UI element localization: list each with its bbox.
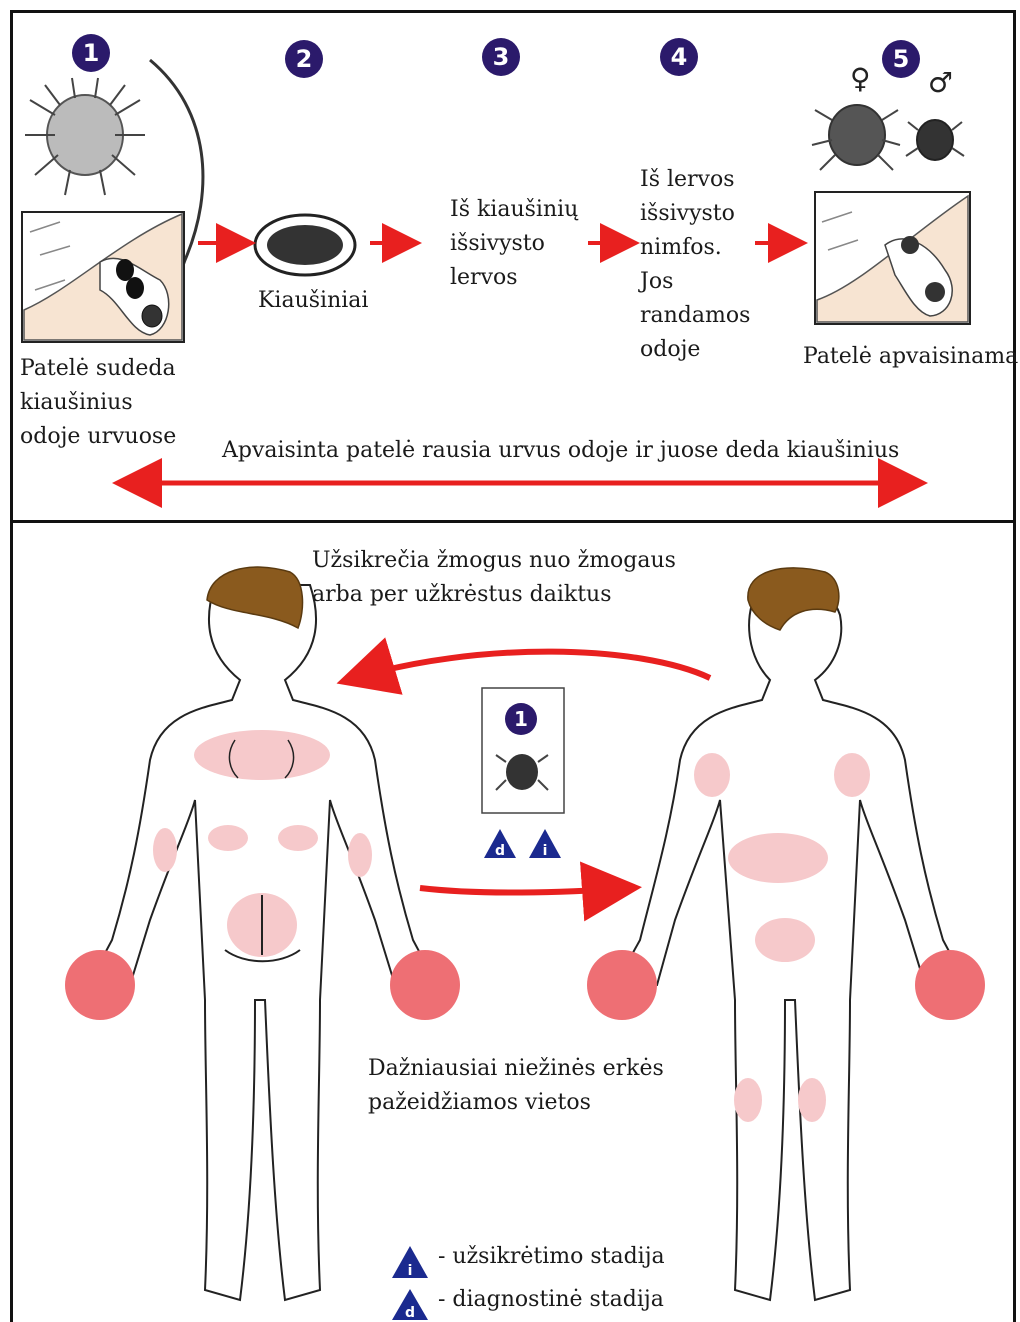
female-mite-small-icon	[812, 105, 900, 170]
marker-d-letter: d	[495, 843, 505, 859]
female-mite-icon	[25, 78, 145, 195]
egg-icon	[255, 215, 355, 275]
step-3-badge: 3	[482, 38, 520, 76]
affected-areas-caption: Dažniausiai niežinės erkės pažeidžiamos …	[368, 1052, 668, 1120]
male-mite-icon	[906, 120, 964, 160]
burrow-caption: Apvaisinta patelė rausia urvus odoje ir …	[222, 434, 899, 468]
step-1-label: Patelė sudeda kiaušinius odoje urvuose	[20, 352, 200, 454]
legend-diagnostic-text: - diagnostinė stadija	[438, 1283, 664, 1317]
step-1-badge: 1	[72, 34, 110, 72]
male-symbol: ♂	[928, 66, 953, 99]
center-card-badge: 1	[505, 703, 537, 735]
transmission-caption: Užsikrečia žmogus nuo žmogaus arba per u…	[312, 544, 732, 612]
human-figure-front	[587, 568, 985, 1300]
transmission-arrow-right	[420, 888, 630, 893]
skin-burrow-box-5	[815, 192, 970, 324]
step-4-label: Iš lervos išsivysto nimfos. Jos randamos…	[640, 163, 752, 367]
step-2-label: Kiaušiniai	[258, 284, 368, 318]
female-symbol: ♀	[850, 62, 871, 95]
step-3-label: Iš kiaušinių išsivysto lervos	[450, 193, 590, 295]
step-5-label: Patelė apvaisinama	[803, 340, 1018, 374]
skin-burrow-box-1	[22, 212, 184, 342]
legend-d-letter: d	[405, 1305, 415, 1321]
marker-i-letter: i	[543, 843, 548, 859]
transmission-arrow-left	[348, 652, 710, 680]
legend-i-letter: i	[408, 1263, 413, 1279]
step-5-badge: 5	[882, 40, 920, 78]
human-figure-back	[65, 567, 460, 1300]
legend-infection-text: - užsikrėtimo stadija	[438, 1240, 665, 1274]
step-2-badge: 2	[285, 40, 323, 78]
step-4-badge: 4	[660, 38, 698, 76]
